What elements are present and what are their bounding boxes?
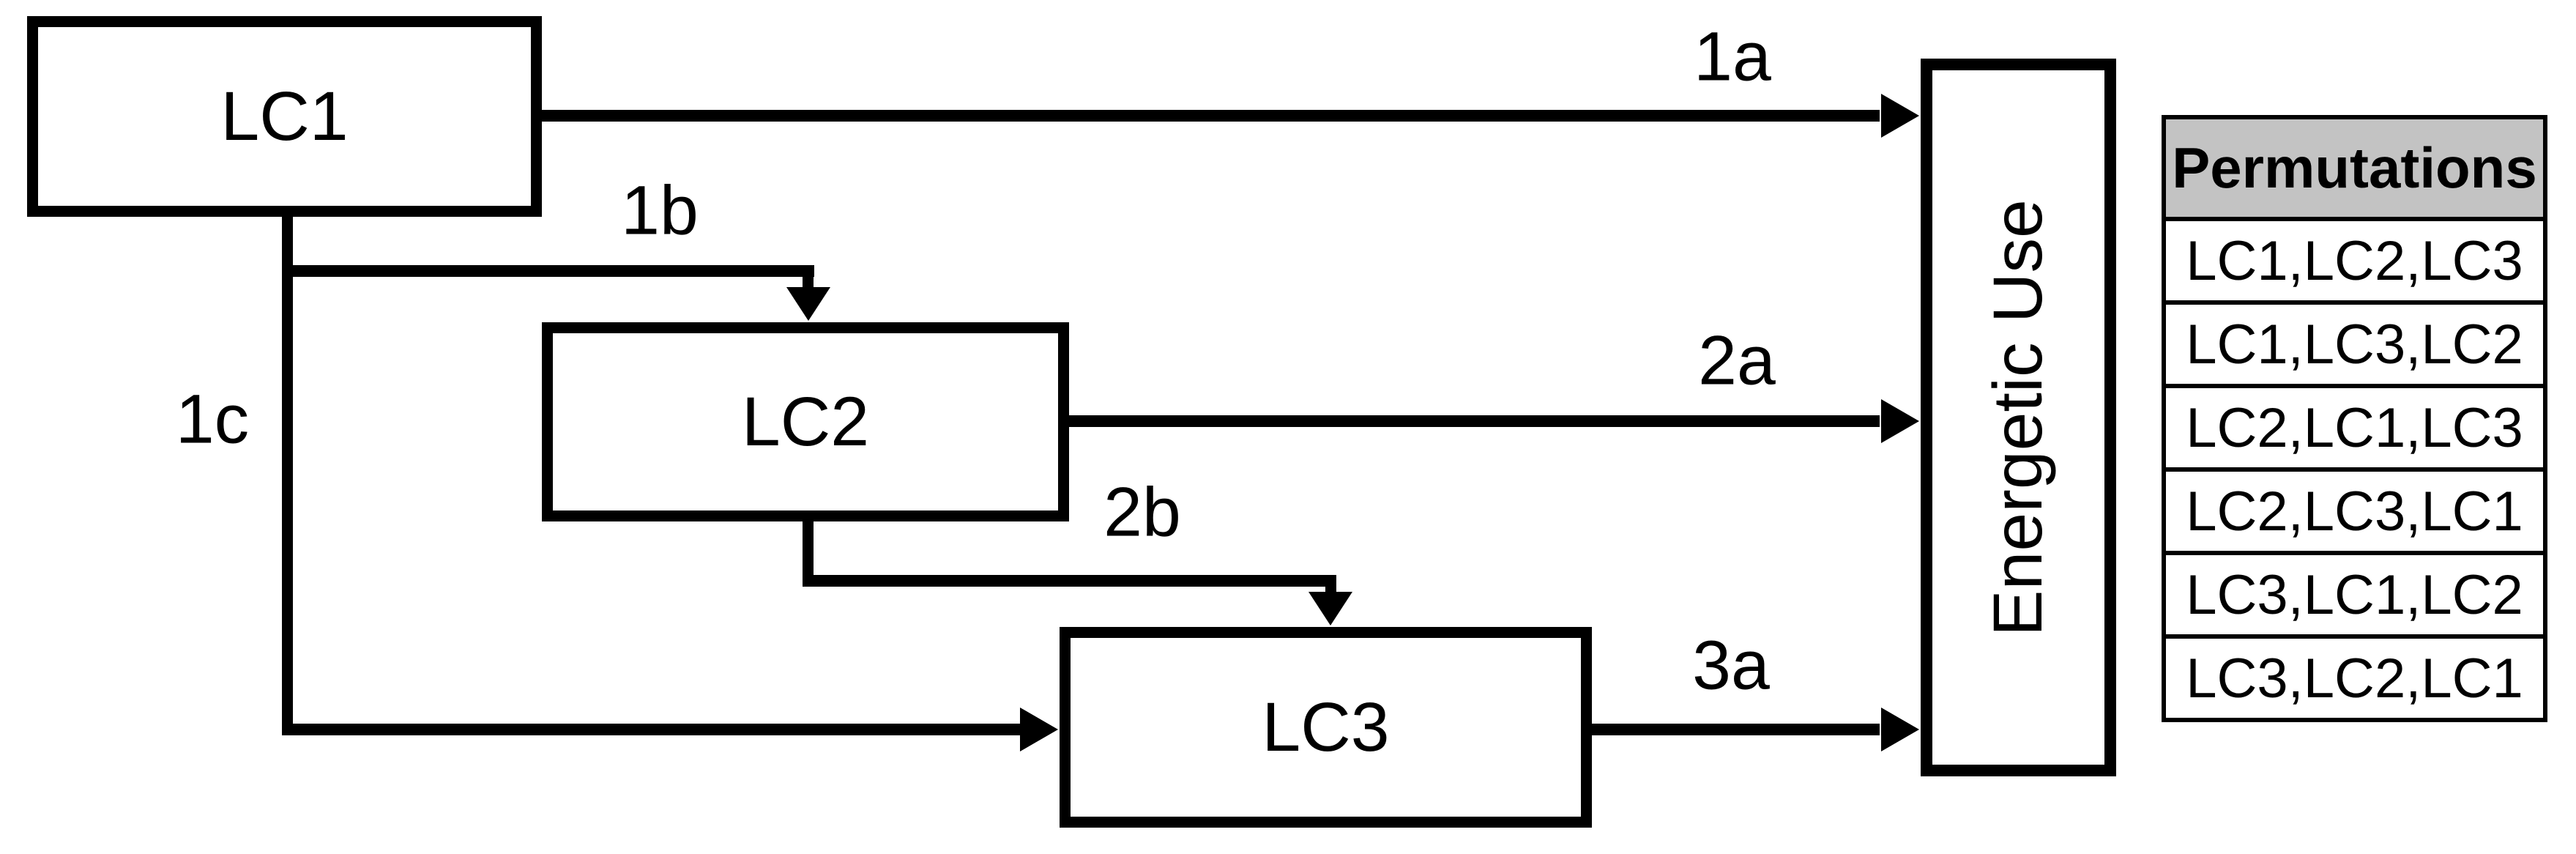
node-lc1-label: LC1 bbox=[220, 77, 349, 155]
edge-1b-arrowhead-icon bbox=[786, 287, 830, 321]
table-row: LC1,LC3,LC2 bbox=[2166, 305, 2543, 388]
edge-3a-arrowhead-icon bbox=[1881, 708, 1919, 751]
edge-1b-elbow-line bbox=[803, 265, 814, 289]
node-lc3: LC3 bbox=[1060, 627, 1592, 828]
edge-1b-line bbox=[282, 265, 814, 277]
node-lc1: LC1 bbox=[27, 16, 542, 217]
edge-2a-line bbox=[1069, 415, 1880, 427]
edge-label-2b: 2b bbox=[1103, 473, 1181, 552]
edge-1bc-stem-line bbox=[282, 217, 293, 735]
table-row: LC2,LC3,LC1 bbox=[2166, 472, 2543, 555]
edge-2b-line bbox=[803, 575, 1336, 587]
edge-label-2a: 2a bbox=[1698, 322, 1776, 400]
node-energetic-use-label: Energetic Use bbox=[1979, 198, 2057, 636]
edge-label-1b: 1b bbox=[621, 171, 699, 250]
edge-2b-drop-line bbox=[803, 521, 814, 587]
edge-2b-elbow-line bbox=[1325, 575, 1336, 593]
edge-label-1c: 1c bbox=[175, 380, 250, 458]
node-lc3-label: LC3 bbox=[1262, 688, 1390, 766]
table-row: LC3,LC1,LC2 bbox=[2166, 555, 2543, 639]
table-row: LC2,LC1,LC3 bbox=[2166, 388, 2543, 472]
node-energetic-use: Energetic Use bbox=[1921, 59, 2116, 776]
edge-1a-arrowhead-icon bbox=[1881, 94, 1919, 138]
node-lc2-label: LC2 bbox=[741, 382, 870, 461]
edge-2a-arrowhead-icon bbox=[1881, 399, 1919, 443]
permutations-table-header: Permutations bbox=[2166, 119, 2543, 221]
edge-3a-line bbox=[1592, 724, 1880, 735]
table-row: LC3,LC2,LC1 bbox=[2166, 639, 2543, 718]
edge-label-3a: 3a bbox=[1692, 626, 1770, 705]
permutations-table: Permutations LC1,LC2,LC3 LC1,LC3,LC2 LC2… bbox=[2162, 115, 2547, 722]
edge-1a-line bbox=[542, 110, 1880, 122]
edge-1c-line bbox=[282, 724, 1021, 735]
edge-1c-arrowhead-icon bbox=[1020, 708, 1058, 751]
edge-2b-arrowhead-icon bbox=[1309, 592, 1352, 625]
edge-label-1a: 1a bbox=[1694, 18, 1771, 96]
node-lc2: LC2 bbox=[542, 322, 1069, 521]
table-row: LC1,LC2,LC3 bbox=[2166, 221, 2543, 305]
